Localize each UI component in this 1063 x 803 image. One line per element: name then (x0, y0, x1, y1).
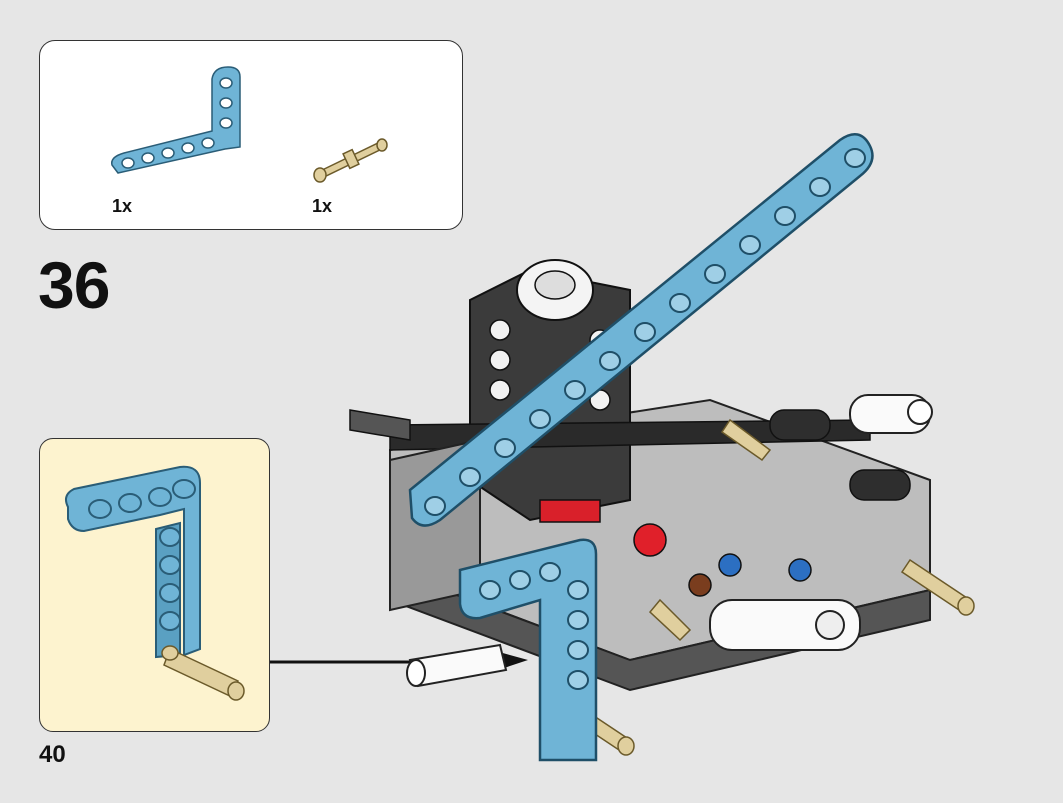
quantity-label-beam: 1x (112, 196, 133, 216)
callout-l-beam-with-pin (65, 465, 245, 701)
step-number: 36 (38, 248, 110, 322)
light-blue-l-beam-part (111, 66, 241, 174)
tan-axle-pin-part (313, 138, 388, 183)
page-number: 40 (39, 741, 66, 768)
model-assembly-illustration (349, 133, 975, 762)
quantity-label-pin: 1x (312, 196, 333, 216)
callout-box (39, 438, 270, 732)
parts-list-box: 1x 1x (39, 40, 463, 230)
